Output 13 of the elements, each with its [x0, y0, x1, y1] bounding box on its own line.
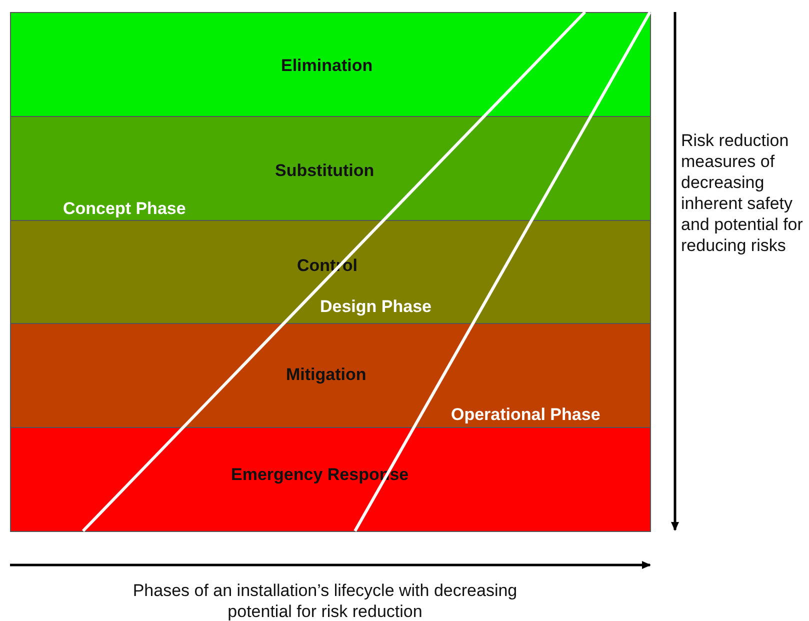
phase-label: Design Phase — [320, 297, 432, 317]
band-label: Substitution — [275, 161, 374, 181]
phase-label: Operational Phase — [451, 405, 600, 425]
layer-band — [10, 220, 651, 325]
axis-caption: Phases of an installation’s lifecycle with decreasing potential for risk reduction — [132, 580, 518, 621]
axis-caption: Risk reduction measures of decreasing inherent safety and potential for reducing risks — [681, 130, 804, 256]
layer-band — [10, 323, 651, 428]
phase-label: Concept Phase — [63, 199, 186, 219]
layer-band — [10, 427, 651, 532]
layer-band — [10, 116, 651, 221]
band-label: Elimination — [281, 56, 373, 76]
layer-band — [10, 12, 651, 117]
band-label: Mitigation — [286, 365, 366, 385]
